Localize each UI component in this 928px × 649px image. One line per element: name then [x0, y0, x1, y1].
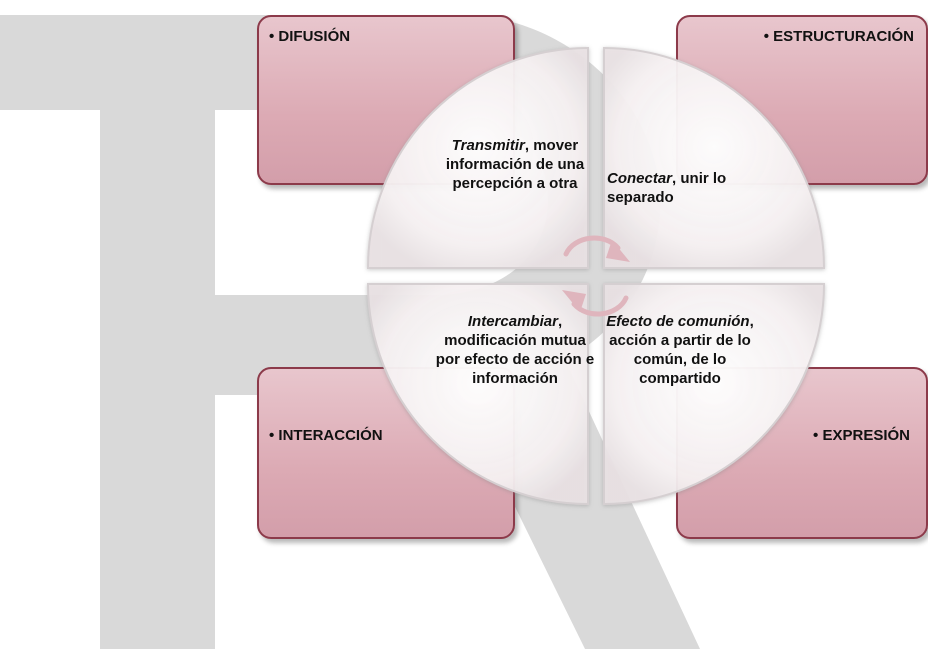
quadrant-top-left [366, 46, 589, 269]
efecto-comunion-description: , acción a partir de lo común, de lo com… [609, 313, 754, 387]
intercambiar-text: Intercambiar, modificación mutua por efe… [435, 312, 595, 388]
quadrant-top-right [603, 46, 826, 269]
efecto-comunion-text: Efecto de comunión, acción a partir de l… [600, 312, 760, 388]
arrow-head-icon [606, 240, 630, 262]
conectar-keyword: Conectar [607, 170, 673, 187]
difusion-label: • DIFUSIÓN [269, 28, 351, 45]
efecto-comunion-keyword: Efecto de comunión [606, 313, 750, 330]
quadrant-bottom-left [366, 283, 589, 506]
conectar-text: Conectar, unir lo separado [607, 169, 757, 207]
transmitir-description: , mover información de una percepción a … [445, 137, 585, 192]
expresion-label: • EXPRESIÓN [813, 427, 910, 444]
quadrant-bottom-right [603, 283, 826, 506]
conectar-description: , unir lo separado [607, 170, 727, 206]
intercambiar-description: , modificación mutua por efecto de acció… [435, 313, 595, 387]
estructuracion-label: • ESTRUCTURACIÓN [763, 28, 914, 45]
intercambiar-keyword: Intercambiar [467, 313, 558, 330]
arrow-head-icon [562, 290, 586, 312]
transmitir-keyword: Transmitir [451, 137, 525, 154]
interaccion-label: • INTERACCIÓN [269, 427, 383, 444]
transmitir-text: Transmitir, mover información de una per… [440, 136, 590, 193]
